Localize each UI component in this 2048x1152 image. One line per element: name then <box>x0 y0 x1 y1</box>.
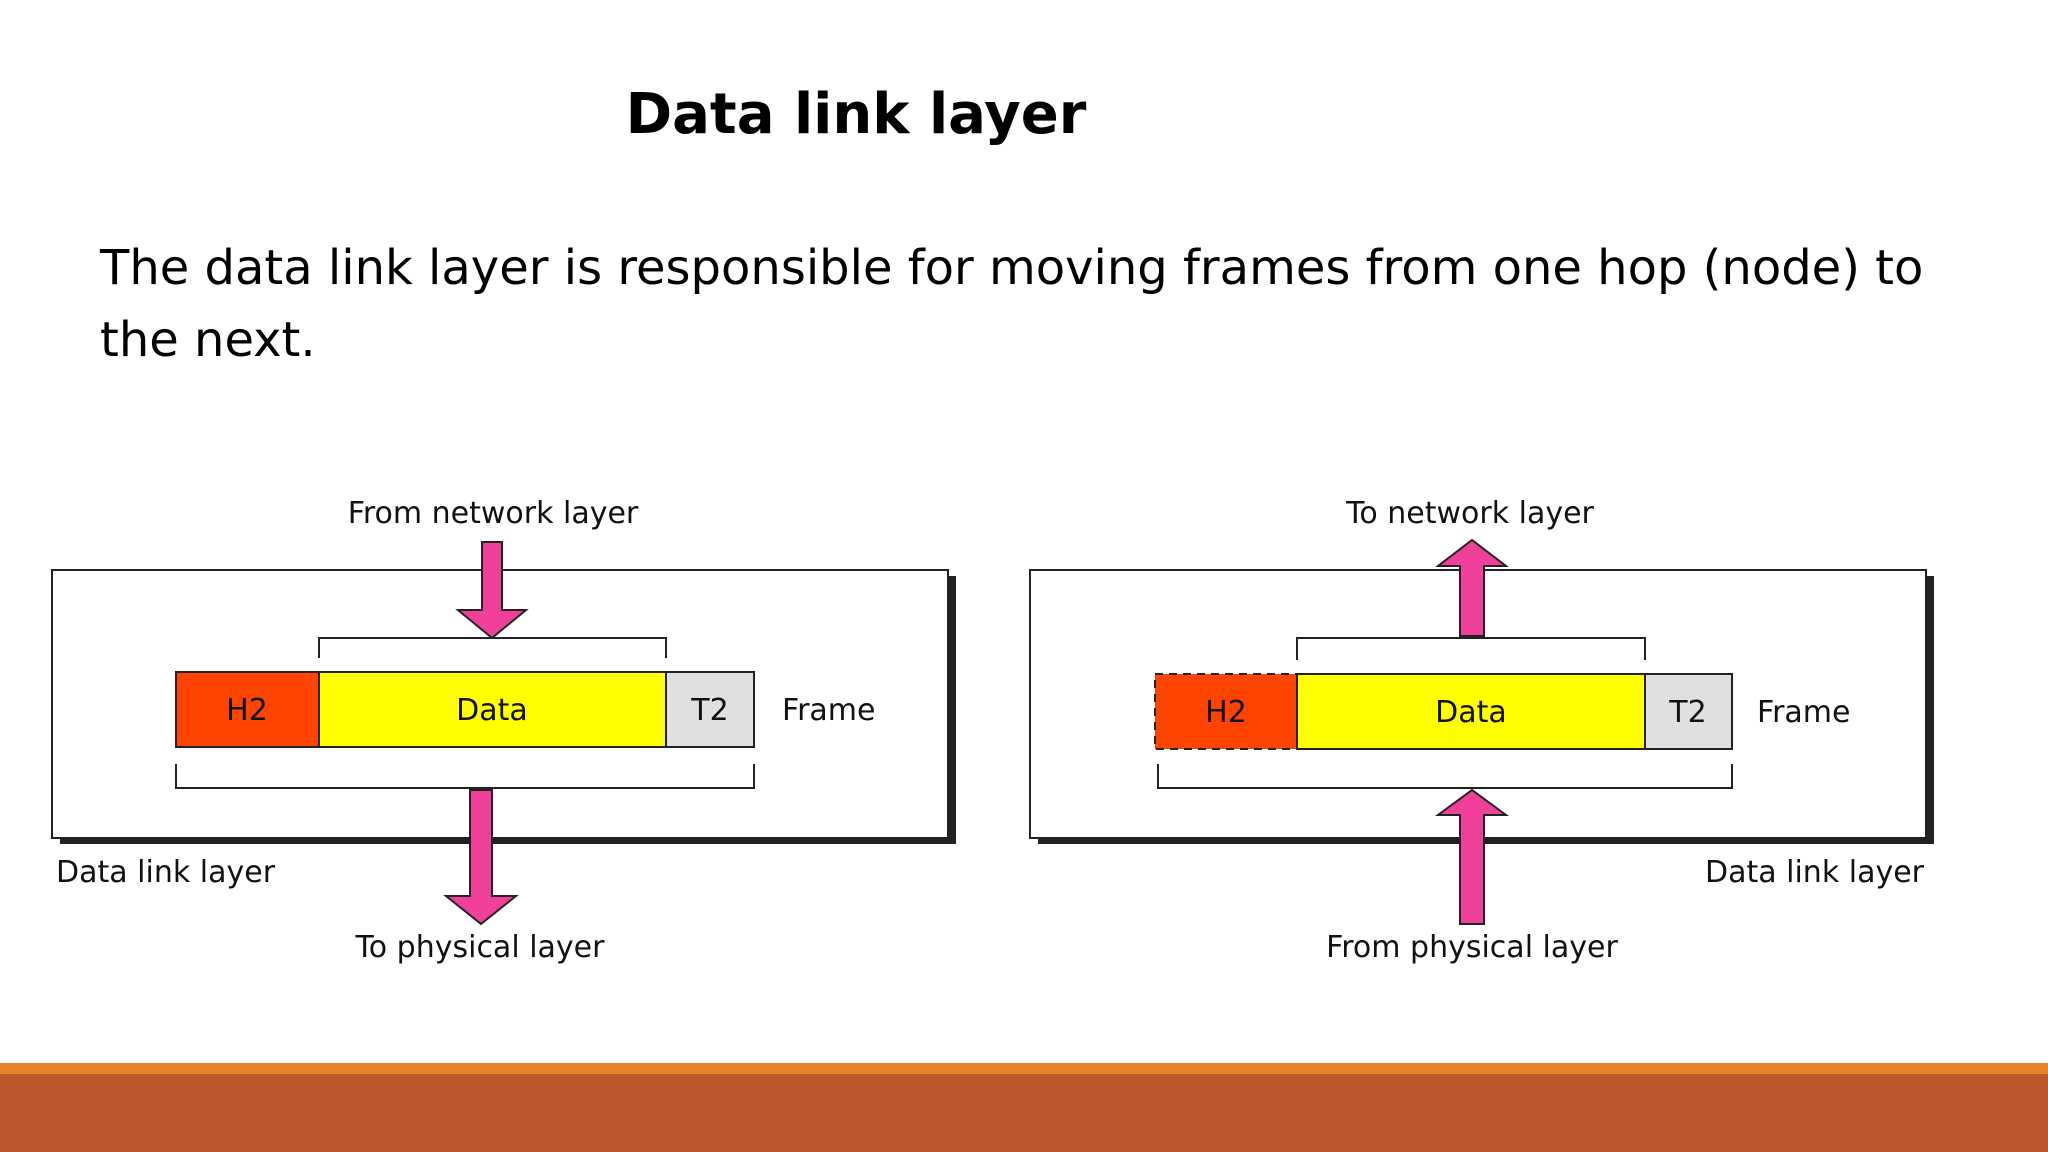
to-physical-layer-label: To physical layer <box>355 930 606 965</box>
footer-bar <box>0 1074 2048 1152</box>
from-physical-layer-label: From physical layer <box>1326 930 1618 965</box>
header-label: H2 <box>226 693 268 728</box>
trailer-label: T2 <box>1668 695 1706 730</box>
from-network-layer-label: From network layer <box>348 496 639 531</box>
frame-bracket <box>1157 764 1733 789</box>
data-bracket <box>318 637 667 658</box>
receiver-diagram: To network layer H2 Data T2 Frame Data l… <box>1029 496 1934 965</box>
footer-accent-bar <box>0 1063 2048 1074</box>
up-arrow-icon <box>1435 538 1509 637</box>
data-label: Data <box>1435 695 1507 730</box>
header-cell <box>1154 673 1298 750</box>
up-arrow-icon <box>1434 788 1510 925</box>
data-label: Data <box>456 693 528 728</box>
slide-body-text: The data link layer is responsible for m… <box>100 240 1924 368</box>
data-link-layer-label: Data link layer <box>1705 855 1925 890</box>
header-label: H2 <box>1205 695 1247 730</box>
data-cell <box>1296 673 1646 750</box>
trailer-label: T2 <box>690 693 728 728</box>
sender-diagram: From network layer H2 Data T2 Frame Data… <box>51 496 956 965</box>
data-cell <box>318 671 667 748</box>
frame-label: Frame <box>1757 695 1850 730</box>
trailer-cell <box>1644 673 1733 750</box>
frame-label: Frame <box>782 693 875 728</box>
down-arrow-icon <box>443 789 519 926</box>
down-arrow-icon <box>455 541 529 640</box>
frame-bracket <box>175 764 755 789</box>
data-link-layer-label: Data link layer <box>56 855 276 890</box>
data-bracket <box>1296 637 1646 660</box>
to-network-layer-label: To network layer <box>1345 496 1594 531</box>
slide-title: Data link layer <box>625 82 1087 147</box>
trailer-cell <box>665 671 755 748</box>
